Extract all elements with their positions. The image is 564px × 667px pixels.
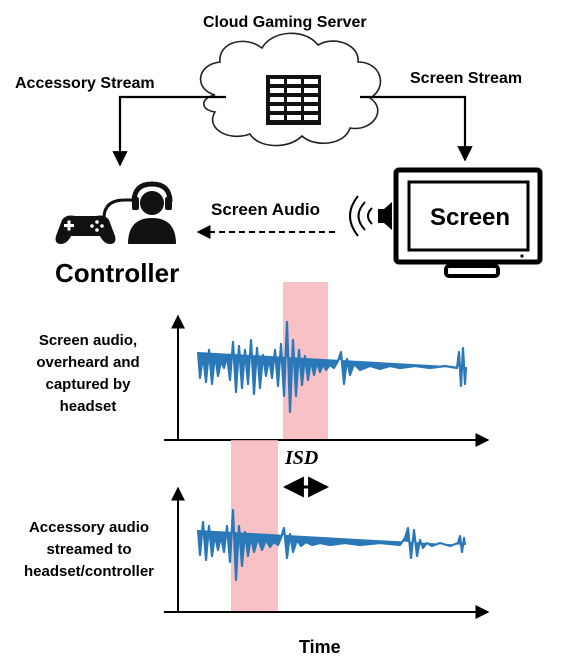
speaker-icon: [378, 202, 392, 230]
accessory-stream-label: Accessory Stream: [15, 75, 155, 92]
monitor-icon: [393, 167, 543, 278]
controller-label: Controller: [55, 258, 180, 288]
server-rack-icon: [266, 75, 321, 125]
screen-label: Screen: [430, 204, 511, 231]
time-axis-label: Time: [299, 637, 341, 657]
bottom-plot-label: Accessory audio streamed to headset/cont…: [23, 519, 155, 580]
sound-waves-icon: [349, 195, 373, 237]
screen-audio-label: Screen Audio: [211, 200, 320, 219]
gamepad-icon: [55, 198, 135, 244]
accessory-stream-arrow: [112, 95, 226, 167]
top-plot-label: Screen audio, overheard and captured by …: [36, 332, 140, 415]
headset-user-icon: [128, 181, 176, 244]
top-plot: [164, 282, 490, 447]
screen-stream-arrow: [360, 95, 473, 162]
bottom-plot: [164, 440, 490, 619]
server-label: Cloud Gaming Server: [203, 14, 367, 31]
top-waveform: [196, 320, 468, 414]
screen-stream-label: Screen Stream: [410, 70, 523, 87]
bottom-waveform: [196, 508, 467, 582]
isd-label: ISD: [285, 447, 319, 469]
